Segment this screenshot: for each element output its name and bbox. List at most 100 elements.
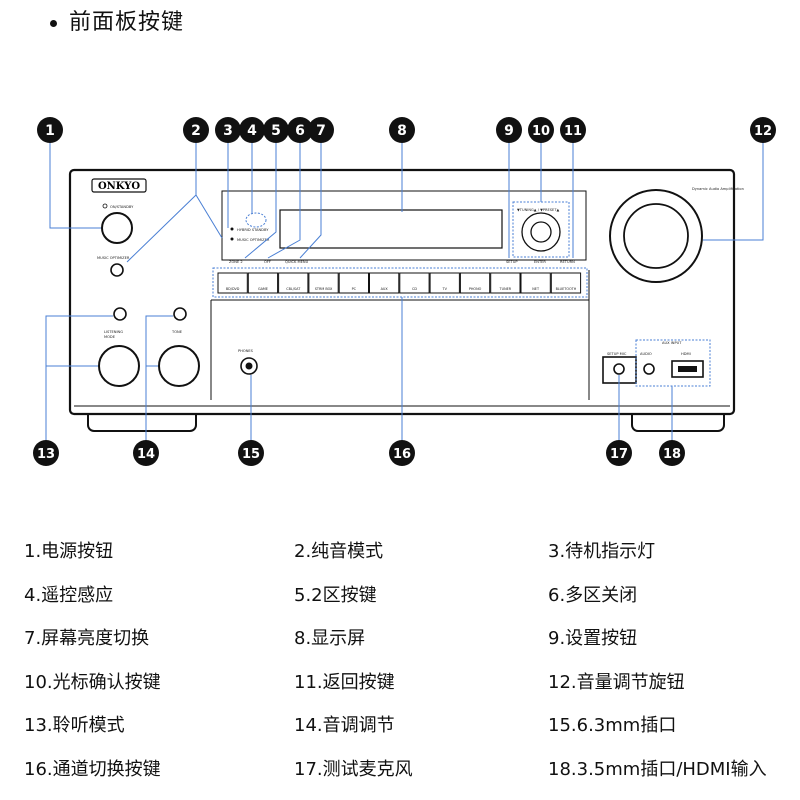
callout-badge-18 — [659, 440, 685, 466]
music-optimizer-button[interactable] — [110, 263, 124, 277]
legend-item-2: 2.纯音模式 — [294, 541, 384, 562]
input-button-label: STRM BOX — [315, 287, 333, 291]
callout-badge-12 — [750, 117, 776, 143]
input-button-game[interactable] — [247, 272, 279, 294]
callout-badge-16 — [389, 440, 415, 466]
callout-number-18: 18 — [663, 447, 681, 462]
hdmi-label: HDMI — [681, 352, 691, 356]
callout-number-11: 11 — [564, 124, 582, 139]
brand-logo-box — [91, 178, 147, 193]
off-label: OFF — [264, 260, 271, 264]
standby-led — [102, 203, 108, 209]
callout-badge-7 — [308, 117, 334, 143]
enter-label: ENTER — [534, 260, 546, 264]
setup-label: SETUP — [506, 260, 518, 264]
legend-item-9: 9.设置按钮 — [548, 628, 638, 649]
input-button-tv[interactable] — [429, 272, 460, 294]
input-button-cd[interactable] — [399, 272, 430, 294]
input-button-label: PHONO — [469, 287, 482, 291]
setup-mic-label: SETUP MIC — [607, 352, 627, 356]
tone-small-button[interactable] — [173, 307, 187, 321]
callout-number-2: 2 — [191, 123, 201, 139]
input-button-cbl-sat[interactable] — [278, 272, 309, 294]
callout-number-12: 12 — [754, 124, 772, 139]
input-button-bluetooth[interactable] — [550, 272, 582, 294]
leader-7 — [299, 143, 322, 259]
callout-badge-17 — [606, 440, 632, 466]
aux-input-label: AUX INPUT — [662, 341, 682, 345]
callout-number-13: 13 — [37, 447, 55, 462]
phones-jack-hole — [245, 362, 253, 370]
leader-1 — [49, 143, 101, 229]
input-button-phono[interactable] — [459, 272, 491, 294]
legend-item-15: 15.6.3mm插口 — [548, 715, 677, 736]
display-screen — [279, 209, 503, 249]
hybrid-standby-label: HYBRID STANDBY — [237, 228, 269, 232]
brand-logo: ONKYO — [98, 181, 140, 192]
phones-label: PHONES — [238, 349, 254, 353]
listening-mode-small-button[interactable] — [113, 307, 127, 321]
hdmi-port-slot — [678, 366, 697, 372]
power-button[interactable] — [101, 212, 133, 244]
leader-5 — [244, 143, 277, 259]
callout-number-17: 17 — [610, 447, 628, 462]
input-button-label: GAME — [258, 287, 268, 291]
legend-item-17: 17.测试麦克风 — [294, 758, 413, 780]
legend-item-18: 18.3.5mm插口/HDMI输入 — [548, 758, 767, 780]
callout-badge-14 — [133, 440, 159, 466]
input-button-tuner[interactable] — [490, 272, 521, 294]
setup-mic-jack[interactable] — [613, 363, 625, 375]
legend-item-4: 4.遥控感应 — [24, 584, 114, 606]
input-button-net[interactable] — [520, 272, 551, 294]
callout-leaders — [45, 143, 764, 440]
callout-badge-2 — [183, 117, 209, 143]
input-button-label: PC — [352, 287, 357, 291]
legend-item-7: 7.屏幕亮度切换 — [24, 628, 150, 649]
callout-badge-3 — [215, 117, 241, 143]
bullet-dot — [50, 19, 57, 27]
legend-item-14: 14.音调调节 — [294, 715, 395, 736]
callout-number-8: 8 — [397, 123, 407, 139]
legend-item-3: 3.待机指示灯 — [548, 541, 656, 562]
callout-number-5: 5 — [271, 123, 281, 139]
input-button-pc[interactable] — [338, 272, 370, 294]
callout-number-1: 1 — [45, 123, 55, 139]
leader-14a — [145, 315, 173, 440]
callout-badge-6 — [287, 117, 313, 143]
listening-mode-knob[interactable] — [98, 345, 140, 387]
hybrid-standby-indicator — [230, 227, 234, 231]
input-button-label: NET — [532, 287, 540, 291]
input-button-bd-dvd[interactable] — [217, 272, 248, 294]
return-label: RETURN — [560, 260, 575, 264]
legend-item-13: 13.聆听模式 — [24, 715, 125, 736]
callout-number-3: 3 — [223, 123, 233, 139]
callout-badge-9 — [496, 117, 522, 143]
callout-number-14: 14 — [137, 447, 155, 462]
tone-label: TONE — [171, 330, 183, 334]
on-standby-label: ON/STANDBY — [110, 205, 134, 209]
aux-input-outline — [635, 339, 711, 387]
aux-audio-jack[interactable] — [643, 363, 655, 375]
input-button-strm-box[interactable] — [308, 272, 339, 294]
remote-sensor — [245, 212, 267, 228]
zone2-label: ZONE 2 — [229, 260, 243, 264]
callout-badge-13 — [33, 440, 59, 466]
callout-badge-4 — [239, 117, 265, 143]
leader-13a — [45, 315, 113, 440]
callout-number-6: 6 — [295, 123, 305, 139]
input-row-outline — [212, 267, 588, 298]
audio-label: AUDIO — [640, 352, 652, 356]
legend-item-1: 1.电源按钮 — [24, 541, 114, 562]
input-button-aux[interactable] — [369, 272, 400, 294]
callout-number-9: 9 — [504, 123, 514, 139]
callout-badge-8 — [389, 117, 415, 143]
tone-knob[interactable] — [158, 345, 200, 387]
legend-item-11: 11.返回按键 — [294, 671, 395, 693]
enter-button[interactable] — [530, 221, 552, 243]
leader-2b — [195, 194, 223, 239]
callout-badge-15 — [238, 440, 264, 466]
callout-number-4: 4 — [247, 123, 257, 139]
legend-item-16: 16.通道切换按键 — [24, 758, 161, 780]
input-button-label: BD/DVD — [226, 287, 240, 291]
